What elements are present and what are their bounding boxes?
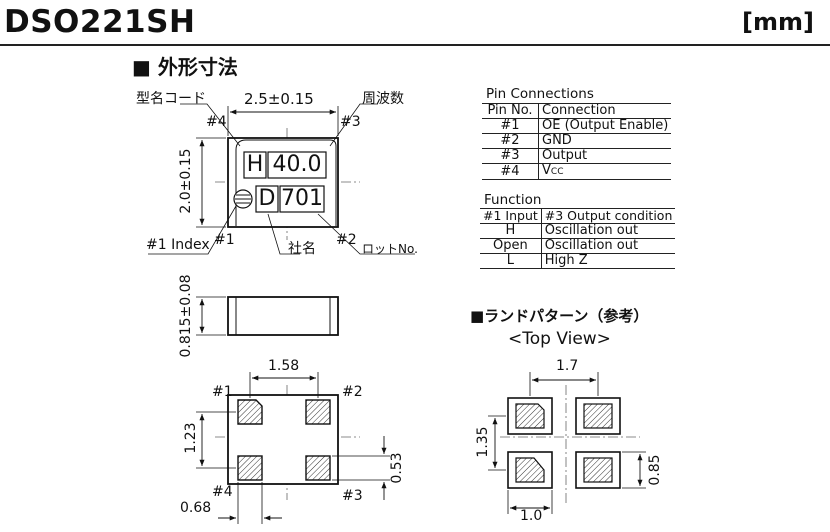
- connection-cell: GND: [538, 133, 672, 149]
- function-table: #1 Input #3 Output condition H Oscillati…: [480, 208, 676, 269]
- index-label: #1 Index: [146, 237, 210, 253]
- pin-cell: #1: [482, 118, 539, 134]
- pin2-label: #2: [336, 232, 357, 248]
- top-view: [148, 103, 415, 255]
- table-row: #4 VCC: [482, 163, 672, 180]
- top-view-label: <Top View>: [508, 329, 611, 349]
- bottom-pin2: #2: [342, 384, 363, 400]
- header-input: #1 Input: [480, 208, 542, 224]
- height-dimension: 2.0±0.15: [178, 148, 194, 214]
- pad-1: [237, 399, 263, 425]
- pad-3: [305, 455, 331, 481]
- pad-2: [305, 399, 331, 425]
- marking-h: H: [246, 152, 264, 177]
- vcc-main: V: [542, 163, 551, 178]
- land-pitch-y: 1.35: [475, 426, 491, 458]
- output-cell: Oscillation out: [541, 238, 676, 254]
- thickness-dimension: 0.815±0.08: [178, 274, 194, 358]
- land-pitch-x: 1.7: [556, 358, 579, 374]
- land-pad-width: 1.0: [520, 508, 543, 524]
- marking-lot: 701: [281, 186, 323, 211]
- table-row: #2 GND: [482, 133, 672, 149]
- table-row: #1 OE (Output Enable): [482, 118, 672, 134]
- pin-connections-title: Pin Connections: [486, 86, 594, 102]
- bottom-pin3: #3: [342, 488, 363, 504]
- connection-cell: OE (Output Enable): [538, 118, 672, 134]
- header-pin-no: Pin No.: [482, 103, 539, 119]
- output-cell: Oscillation out: [541, 223, 676, 239]
- pin4-label: #4: [206, 114, 227, 130]
- input-cell: H: [480, 223, 542, 239]
- output-cell: High Z: [541, 253, 676, 269]
- function-title: Function: [484, 192, 542, 208]
- header-connection: Connection: [538, 103, 672, 119]
- frequency-label: 周波数: [362, 91, 404, 107]
- bottom-pitch-y: 1.23: [183, 422, 199, 454]
- unit-label: [mm]: [742, 8, 814, 36]
- table-row: Open Oscillation out: [480, 238, 676, 254]
- input-cell: L: [480, 253, 542, 269]
- table-row: H Oscillation out: [480, 223, 676, 239]
- bottom-pad-width: 0.68: [180, 500, 212, 516]
- input-cell: Open: [480, 238, 542, 254]
- marking-d: D: [258, 186, 276, 211]
- table-row: #3 Output: [482, 148, 672, 164]
- lot-label: ロットNo.: [362, 242, 418, 256]
- header-output: #3 Output condition: [541, 208, 676, 224]
- pad-4: [237, 455, 263, 481]
- bottom-pitch-x: 1.58: [268, 358, 300, 374]
- part-number-title: DSO221SH: [4, 4, 196, 40]
- model-code-label: 型名コード: [136, 91, 206, 107]
- header-rule: [0, 44, 830, 46]
- pin3-label: #3: [340, 114, 361, 130]
- pin1-label: #1: [214, 232, 235, 248]
- land-pattern-title: ■ランドパターン（参考）: [470, 307, 649, 325]
- width-dimension: 2.5±0.15: [244, 90, 314, 108]
- pin-connections-table: Pin No. Connection #1 OE (Output Enable)…: [482, 103, 672, 180]
- bottom-pin4: #4: [212, 484, 233, 500]
- table-row: L High Z: [480, 253, 676, 269]
- bottom-view: [196, 372, 390, 524]
- vcc-subscript: CC: [550, 167, 564, 177]
- connection-cell: VCC: [538, 163, 672, 180]
- connection-cell: Output: [538, 148, 672, 164]
- outline-section-title: ■ 外形寸法: [132, 55, 238, 79]
- bottom-pad-height: 0.53: [389, 452, 405, 484]
- package-side: [227, 296, 339, 336]
- pin-cell: #4: [482, 163, 539, 180]
- maker-label: 社名: [288, 241, 316, 257]
- marking-frequency: 40.0: [272, 152, 322, 177]
- side-view: [196, 296, 339, 336]
- bottom-pin1: #1: [212, 384, 233, 400]
- pin-cell: #3: [482, 148, 539, 164]
- land-pattern-view: [488, 372, 646, 514]
- pin-cell: #2: [482, 133, 539, 149]
- land-pad-height: 0.85: [647, 454, 663, 486]
